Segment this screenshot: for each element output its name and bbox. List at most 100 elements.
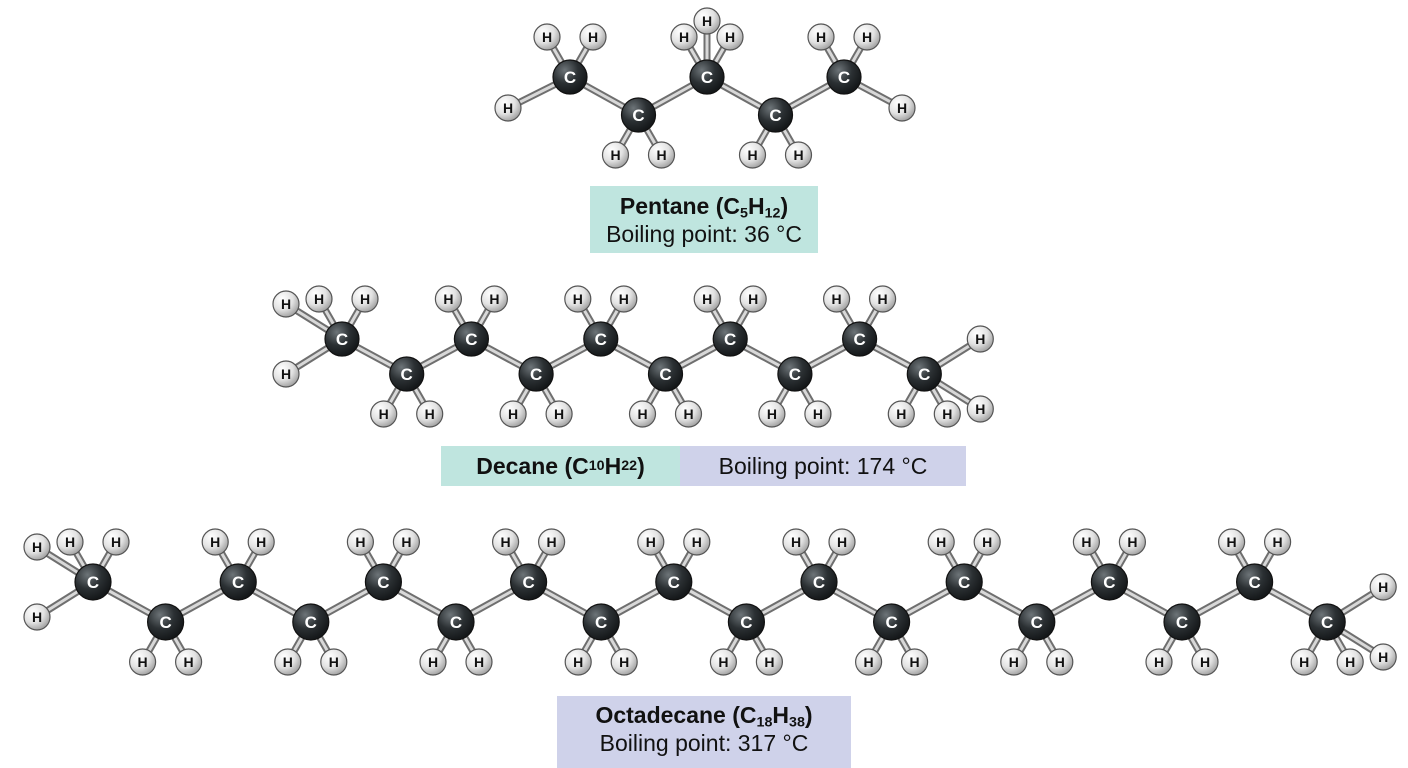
carbon-atom-sphere (364, 563, 402, 601)
hydrogen-atom: H (175, 648, 203, 676)
hydrogen-atom: H (1369, 573, 1397, 601)
decane-boiling-point: Boiling point: 174 °C (680, 446, 966, 486)
carbon-atom-sphere (872, 603, 911, 641)
hydrogen-atom-sphere (739, 285, 767, 313)
hydrogen-atom: H (392, 528, 420, 556)
hydrogen-atom: H (610, 285, 638, 313)
hydrogen-atom: H (693, 285, 721, 313)
hydrogen-atom: H (434, 285, 462, 313)
hydrogen-atom: H (973, 528, 1001, 556)
hydrogen-atom-sphere (56, 528, 84, 556)
carbon-atom-sphere (826, 59, 862, 95)
hydrogen-atom-sphere (272, 360, 300, 388)
hydrogen-atom-symbol: H (443, 291, 453, 307)
carbon-atom-sphere (620, 97, 657, 133)
hydrogen-atom-sphere (637, 528, 665, 556)
hydrogen-atom-sphere (419, 648, 447, 676)
hydrogen-atom: H (966, 325, 994, 353)
carbon-atom-sphere (437, 603, 475, 641)
hydrogen-atom-symbol: H (832, 291, 842, 307)
hydrogen-atom-sphere (492, 528, 520, 556)
hydrogen-atom-symbol: H (637, 406, 647, 422)
carbon-atom: C (777, 356, 813, 392)
hydrogen-atom: H (1191, 648, 1219, 676)
hydrogen-atom-symbol: H (32, 609, 42, 625)
carbon-atom-symbol: C (401, 365, 413, 384)
hydrogen-atom-sphere (670, 23, 698, 51)
hydrogen-atom-symbol: H (619, 291, 629, 307)
hydrogen-atom-symbol: H (683, 406, 693, 422)
carbon-atom: C (841, 321, 878, 357)
pentane-carbon-count: 5 (740, 205, 748, 222)
hydrogen-atom-symbol: H (982, 534, 992, 550)
hydrogen-atom-sphere (683, 528, 711, 556)
hydrogen-atom: H (247, 528, 275, 556)
hydrogen-atom-symbol: H (138, 654, 148, 670)
hydrogen-atom-sphere (900, 648, 929, 676)
hydrogen-atom-sphere (973, 528, 1001, 556)
hydrogen-atom-sphere (822, 285, 851, 313)
carbon-atom-symbol: C (564, 68, 576, 87)
hydrogen-atom-symbol: H (610, 147, 620, 163)
hydrogen-atom-sphere (305, 285, 333, 313)
carbon-atom-sphere (712, 321, 748, 357)
hydrogen-atom-sphere (494, 94, 522, 122)
hydrogen-atom: H (933, 400, 961, 428)
hydrogen-atom-symbol: H (588, 29, 598, 45)
carbon-atom-sphere (906, 356, 942, 392)
hydrogen-atom-symbol: H (862, 29, 872, 45)
hydrogen-atom-sphere (784, 141, 813, 169)
hydrogen-atom-sphere (370, 400, 398, 428)
carbon-atom-sphere (1163, 603, 1201, 641)
hydrogen-atom: H (888, 94, 916, 122)
carbon-atom-sphere (727, 603, 766, 641)
carbon-atom-symbol: C (853, 330, 865, 349)
hydrogen-atom-symbol: H (896, 406, 906, 422)
carbon-atom-symbol: C (465, 330, 477, 349)
carbon-atom-symbol: C (1248, 573, 1260, 592)
hydrogen-atom: H (201, 528, 229, 556)
hydrogen-atom-sphere (738, 141, 767, 169)
hydrogen-atom-sphere (628, 400, 657, 428)
hydrogen-atom-symbol: H (725, 29, 735, 45)
carbon-atom: C (800, 563, 838, 601)
hydrogen-atom-sphere (465, 648, 493, 676)
hydrogen-atom-sphere (545, 400, 573, 428)
hydrogen-atom: H (564, 285, 592, 313)
hydrogen-atom-symbol: H (942, 406, 952, 422)
hydrogen-atom-sphere (887, 400, 915, 428)
hydrogen-atom: H (637, 528, 665, 556)
pentane-label: Pentane (C5H12) Boiling point: 36 °C (590, 186, 818, 253)
carbon-atom-symbol: C (918, 365, 930, 384)
hydrogen-atom-symbol: H (573, 654, 583, 670)
carbon-atom-symbol: C (305, 613, 317, 632)
hydrogen-atom: H (492, 528, 520, 556)
carbon-atom: C (552, 59, 588, 95)
hydrogen-atom: H (647, 141, 676, 169)
hydrogen-atom-symbol: H (360, 291, 370, 307)
hydrogen-atom: H (579, 23, 607, 51)
pentane-name-formula: Pentane (C5H12) (619, 193, 789, 222)
hydrogen-atom: H (966, 395, 994, 423)
carbon-atom-sphere (453, 321, 489, 357)
hydrogen-atom-sphere (1263, 528, 1292, 556)
hydrogen-atom-sphere (888, 94, 916, 122)
hydrogen-atom-sphere (804, 400, 832, 428)
hydrogen-atom-symbol: H (767, 406, 777, 422)
hydrogen-atom: H (102, 528, 130, 556)
hydrogen-atom-symbol: H (656, 147, 666, 163)
hydrogen-atom: H (274, 648, 302, 676)
hydrogen-atom-symbol: H (1081, 534, 1091, 550)
hydrogen-atom-symbol: H (1055, 654, 1065, 670)
hydrogen-atom: H (564, 648, 592, 676)
hydrogen-atom: H (480, 285, 508, 313)
hydrogen-atom-sphere (1217, 528, 1246, 556)
hydrogen-atom: H (1290, 648, 1318, 676)
hydrogen-atom: H (370, 400, 398, 428)
carbon-atom: C (647, 356, 684, 392)
hydrogen-atom: H (1263, 528, 1292, 556)
hydrogen-atom-sphere (709, 648, 738, 676)
